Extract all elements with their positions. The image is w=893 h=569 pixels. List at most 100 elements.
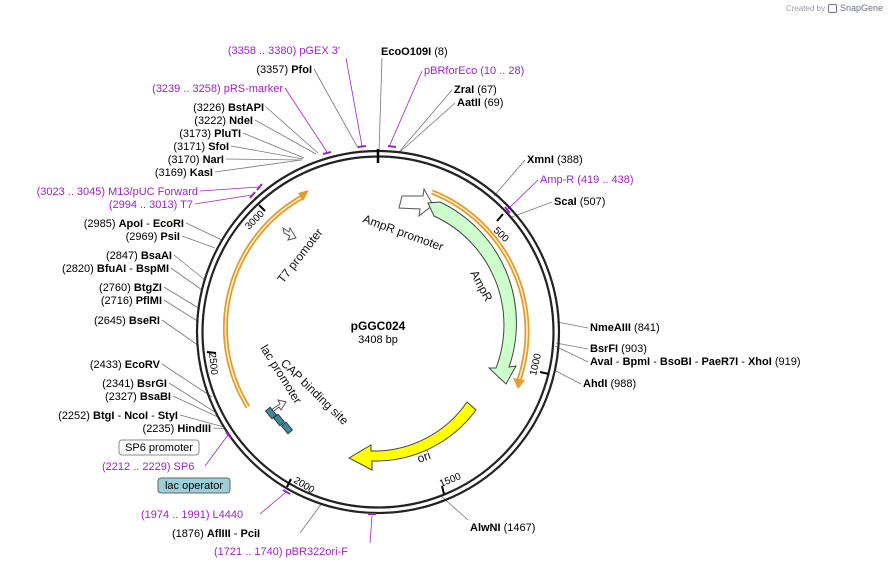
site-label-ecoo109i: EcoO109I (8) <box>381 46 448 58</box>
site-label-t7-primer-part: (2994 .. 3013) T7 <box>109 199 193 211</box>
site-label-prs-marker-part: (3239 .. 3258) pRS-marker <box>152 83 283 95</box>
leader-line-psii <box>181 235 216 249</box>
site-label-zrai-part: (67) <box>474 84 497 96</box>
leader-line-zrai <box>398 89 453 153</box>
site-label-sp6-primer-part: (2212 .. 2229) SP6 <box>102 461 194 473</box>
site-label-btgi-part: - <box>148 410 158 422</box>
site-label-pbr322ori-part: (1721 .. 1740) pBR322ori-F <box>214 546 348 558</box>
leader-line-pflmi <box>163 299 200 323</box>
site-label-bseri: (2645) BseRI <box>94 315 160 327</box>
site-label-kasi: (3169) KasI <box>155 167 213 179</box>
site-label-xmni: XmnI (388) <box>527 154 583 166</box>
snapgene-credit: Created by SnapGene <box>786 3 883 13</box>
site-label-bfuai-part: (2820) <box>62 263 97 275</box>
site-label-apoi-part: EcoRI <box>153 218 184 230</box>
amp-r-primer-mark <box>504 206 511 214</box>
site-label-bseri-part: (2645) <box>94 315 129 327</box>
site-label-afliii-part: AflIII <box>207 528 231 540</box>
site-label-scai-part: (507) <box>577 196 606 208</box>
site-label-ahdi-part: AhdI <box>583 378 607 390</box>
sp6-promoter-box <box>118 439 200 456</box>
site-label-scai-part: ScaI <box>554 196 577 208</box>
leader-line-bsaai <box>173 254 206 281</box>
site-label-pfoi-part: PfoI <box>291 64 312 76</box>
site-label-ecorv-part: (2433) <box>90 359 125 371</box>
site-label-bfuai: (2820) BfuAI - BspMI <box>62 263 169 275</box>
site-label-aatii: AatII (69) <box>457 97 503 109</box>
site-label-sfoi-part: (3171) <box>173 141 208 153</box>
site-label-bsabi-part: BsaBI <box>140 391 171 403</box>
site-label-m13-primer-part: (3023 .. 3045) M13/pUC Forward <box>37 186 198 198</box>
site-label-alwni-part: AlwNI <box>470 522 501 534</box>
site-label-ndei: (3222) NdeI <box>194 115 253 127</box>
leader-line-bsrgi <box>168 382 219 415</box>
site-label-hindiii: (2235) HindIII <box>143 423 211 435</box>
feature-label-t7-promoter: T7 promoter <box>274 226 325 286</box>
leader-line-pgex3 <box>345 57 363 147</box>
site-label-nmeaiii: NmeAIII (841) <box>590 322 660 334</box>
leader-line-btgi <box>179 414 225 428</box>
leader-line-scai <box>511 201 553 218</box>
site-label-bsrgi: (2341) BsrGI <box>102 378 167 390</box>
site-label-bstapi: (3226) BstAPI <box>193 102 264 114</box>
leader-line-bsrfi <box>555 342 589 350</box>
site-label-sfoi: (3171) SfoI <box>173 141 229 153</box>
t7-promoter-arrow <box>282 226 297 241</box>
site-label-apoi-part: (2985) <box>84 218 119 230</box>
lac-operator-box <box>157 477 231 494</box>
leader-line-aatii <box>399 102 456 153</box>
plasmid-name: pGGC024 <box>351 319 406 333</box>
site-label-aatii-part: AatII <box>457 97 481 109</box>
site-label-bseri-part: BseRI <box>129 315 160 327</box>
site-label-m13-primer: (3023 .. 3045) M13/pUC Forward <box>37 186 198 198</box>
credit-prefix: Created by <box>785 3 825 13</box>
site-label-pbr322ori: (1721 .. 1740) pBR322ori-F <box>214 546 348 558</box>
site-label-kasi-part: KasI <box>190 167 213 179</box>
site-label-ecorv-part: EcoRV <box>125 359 161 371</box>
boxed-feature-labels: SP6 promoter lac operator <box>118 439 231 494</box>
site-label-aatii-part: (69) <box>481 97 504 109</box>
site-label-bsrgi-part: BsrGI <box>137 378 167 390</box>
site-label-avai-part: - <box>738 356 748 368</box>
site-label-hindiii-part: HindIII <box>177 423 211 435</box>
site-label-apoi-part: ApoI <box>119 218 143 230</box>
t7-primer-mark <box>249 191 256 199</box>
plasmid-length: 3408 bp <box>358 334 398 346</box>
sp6-primer-mark <box>225 431 232 439</box>
site-label-sfoi-part: SfoI <box>208 141 229 153</box>
ampr-promoter-arrow <box>398 187 434 218</box>
site-label-prs-marker: (3239 .. 3258) pRS-marker <box>152 83 283 95</box>
tick-label-1000: 1000 <box>528 352 544 377</box>
site-label-avai-part: PaeR7I <box>701 356 738 368</box>
site-label-bsaai-part: (2847) <box>106 250 141 262</box>
site-label-pflmi-part: PflMI <box>136 295 162 307</box>
site-label-pgex3-part: (3358 .. 3380) pGEX 3' <box>228 45 340 57</box>
credit-brand: SnapGene <box>839 3 883 13</box>
amp-gene-span-head <box>513 378 525 389</box>
site-label-bfuai-part: BfuAI <box>97 263 126 275</box>
feature-label-ampr: AmpR <box>467 268 495 304</box>
site-label-avai-part: - <box>692 356 702 368</box>
site-label-psii: (2969) PsiI <box>126 231 180 243</box>
leader-line-xmni <box>493 159 526 197</box>
site-label-btgi-part: BtgI <box>93 410 114 422</box>
site-label-avai-part: XhoI <box>748 356 772 368</box>
site-label-ampr-primer-part: Amp-R (419 .. 438) <box>540 174 634 186</box>
site-label-bsaai-part: BsaAI <box>141 250 172 262</box>
leader-line-bstapi <box>265 106 319 154</box>
site-label-psii-part: (2969) <box>126 231 161 243</box>
site-label-ecorv: (2433) EcoRV <box>90 359 161 371</box>
site-label-bfuai-part: BspMI <box>136 263 169 275</box>
site-label-t7-primer: (2994 .. 3013) T7 <box>109 199 193 211</box>
tick-mark-500 <box>496 213 504 222</box>
site-label-avai-part: - <box>613 356 623 368</box>
lac-operator-box-a <box>272 413 286 427</box>
site-label-xmni-part: XmnI <box>527 154 554 166</box>
leader-line-nari <box>225 158 303 161</box>
site-labels: EcoO109I (8)pBRforEco (10 .. 28)ZraI (67… <box>37 45 801 558</box>
site-label-avai-part: (919) <box>772 356 801 368</box>
site-label-apoi-part: - <box>143 218 153 230</box>
leader-line-ampr-primer <box>506 179 539 211</box>
site-label-bsrgi-part: (2341) <box>102 378 137 390</box>
l4440-mark <box>282 489 291 495</box>
